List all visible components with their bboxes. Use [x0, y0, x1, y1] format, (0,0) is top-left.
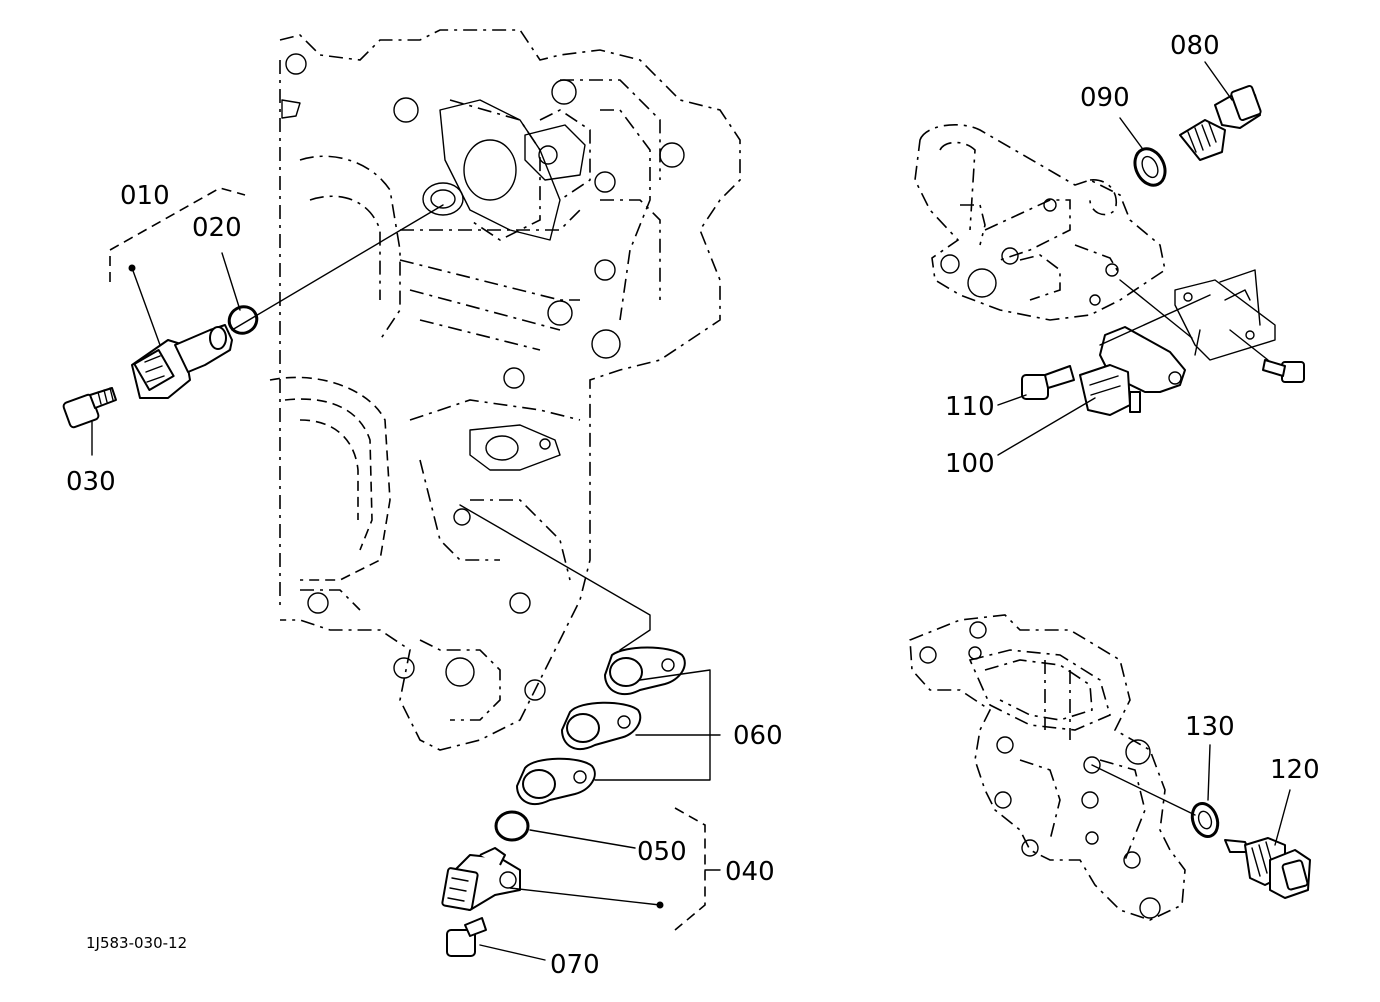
engine-gear-case	[269, 29, 741, 751]
bracket-bolt	[1262, 359, 1305, 383]
callout-120: 120	[1270, 755, 1320, 785]
thermostat-housing	[914, 124, 1166, 321]
callout-030: 030	[66, 467, 116, 497]
boost-sensor-bracket	[1174, 269, 1276, 361]
callout-060: 060	[733, 721, 783, 751]
gasket-stack[interactable]	[516, 646, 686, 805]
temp-sensor-upper[interactable]	[1179, 84, 1262, 161]
callout-090: 090	[1080, 83, 1130, 113]
engine-leaders	[231, 204, 651, 651]
callout-130: 130	[1185, 712, 1235, 742]
callout-020: 020	[192, 213, 242, 243]
temp-sensor-washer-lower[interactable]	[1188, 800, 1222, 840]
callout-070: 070	[550, 950, 600, 980]
sensor-bolt[interactable]	[62, 387, 117, 429]
boost-sensor[interactable]	[1079, 326, 1186, 416]
crank-position-sensor[interactable]	[131, 324, 233, 399]
sensor-o-ring[interactable]	[224, 302, 261, 339]
callout-upper-right-group	[997, 61, 1269, 456]
callout-010-group	[91, 187, 246, 456]
drawing-code: 1J583-030-12	[86, 934, 187, 952]
callout-080: 080	[1170, 31, 1220, 61]
callout-010: 010	[120, 181, 170, 211]
water-flange-housing	[909, 614, 1186, 921]
callout-lower-right-group	[1091, 744, 1291, 846]
cam-sensor-bolt[interactable]	[446, 917, 487, 957]
callout-lower-group	[479, 669, 721, 961]
callout-050: 050	[637, 837, 687, 867]
callout-100: 100	[945, 449, 995, 479]
cam-sensor-o-ring[interactable]	[494, 810, 530, 842]
callout-040: 040	[725, 857, 775, 887]
temp-sensor-lower[interactable]	[1224, 837, 1311, 899]
boost-sensor-bolt[interactable]	[1021, 365, 1075, 400]
temp-sensor-washer-upper[interactable]	[1129, 144, 1170, 190]
cam-position-sensor[interactable]	[441, 847, 521, 911]
callout-110: 110	[945, 392, 995, 422]
